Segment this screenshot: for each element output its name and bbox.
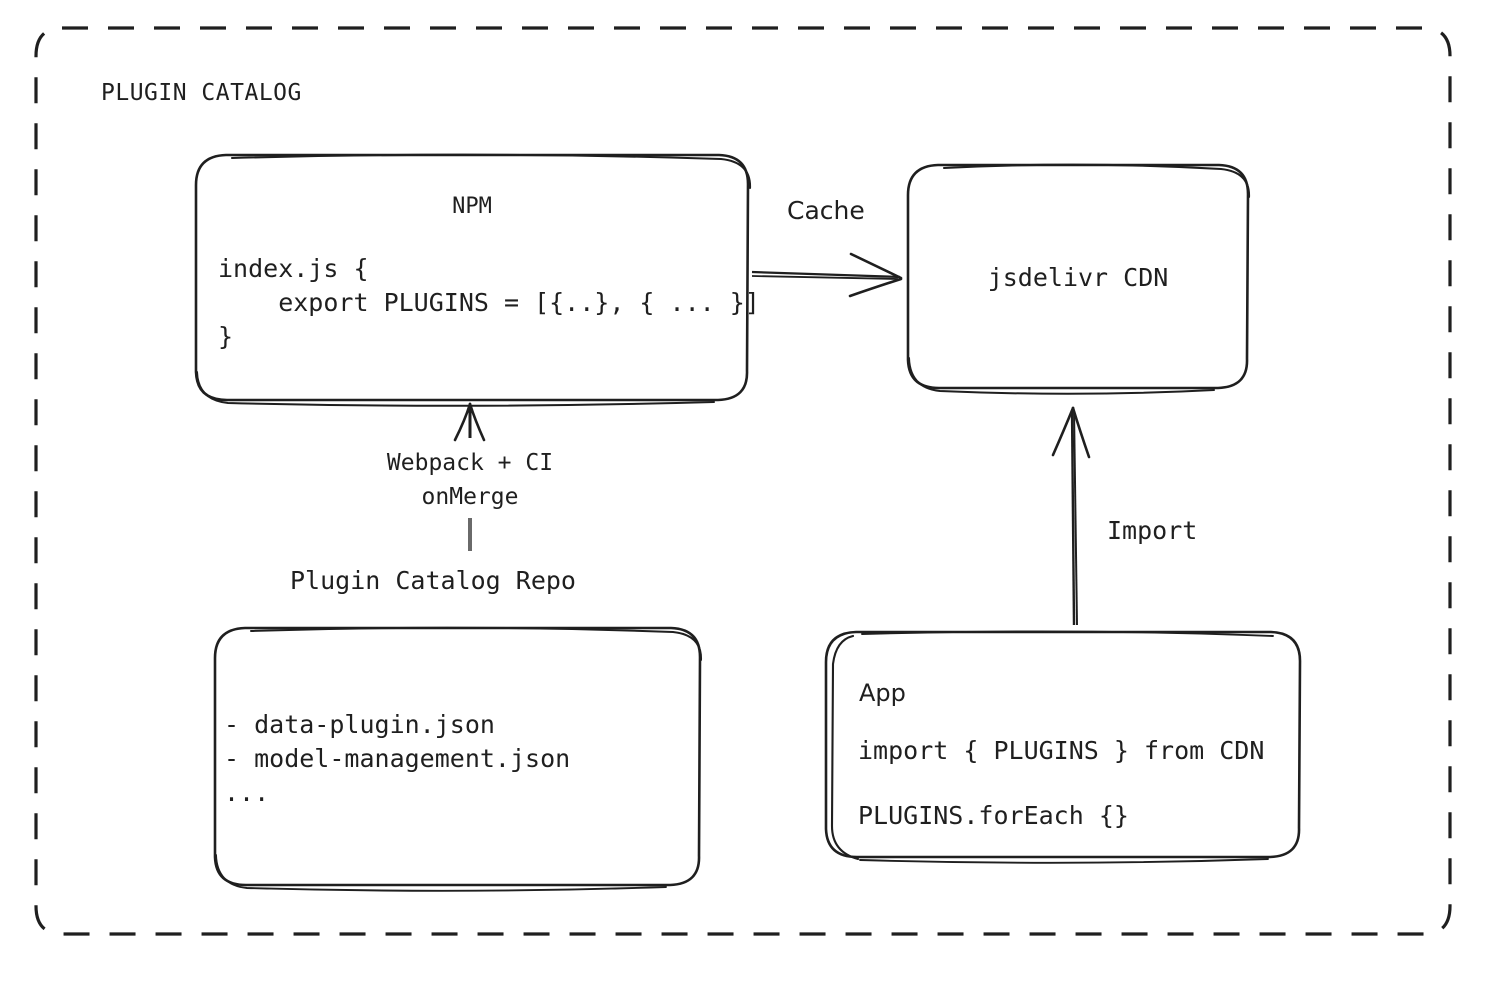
edge-npm-to-cdn bbox=[751, 252, 903, 298]
repo-node-file-list: - data-plugin.json - model-management.js… bbox=[224, 710, 571, 807]
npm-node-title: NPM bbox=[452, 194, 492, 219]
edge-app-to-cdn bbox=[1051, 406, 1091, 626]
npm-node-code: index.js { export PLUGINS = [{..}, { ...… bbox=[218, 254, 760, 351]
app-node-code-import: import { PLUGINS } from CDN bbox=[858, 736, 1265, 765]
cdn-node-title: jsdelivr CDN bbox=[987, 263, 1169, 292]
edge-label-import: Import bbox=[1107, 516, 1198, 545]
edge-label-cache: Cache bbox=[787, 196, 865, 225]
repo-node-caption: Plugin Catalog Repo bbox=[290, 566, 576, 595]
edge-label-webpack-ci: Webpack + CI onMerge bbox=[386, 450, 554, 510]
group-title: PLUGIN CATALOG bbox=[101, 80, 302, 106]
app-node-code-foreach: PLUGINS.forEach {} bbox=[858, 801, 1129, 830]
app-node-title: App bbox=[859, 679, 906, 707]
